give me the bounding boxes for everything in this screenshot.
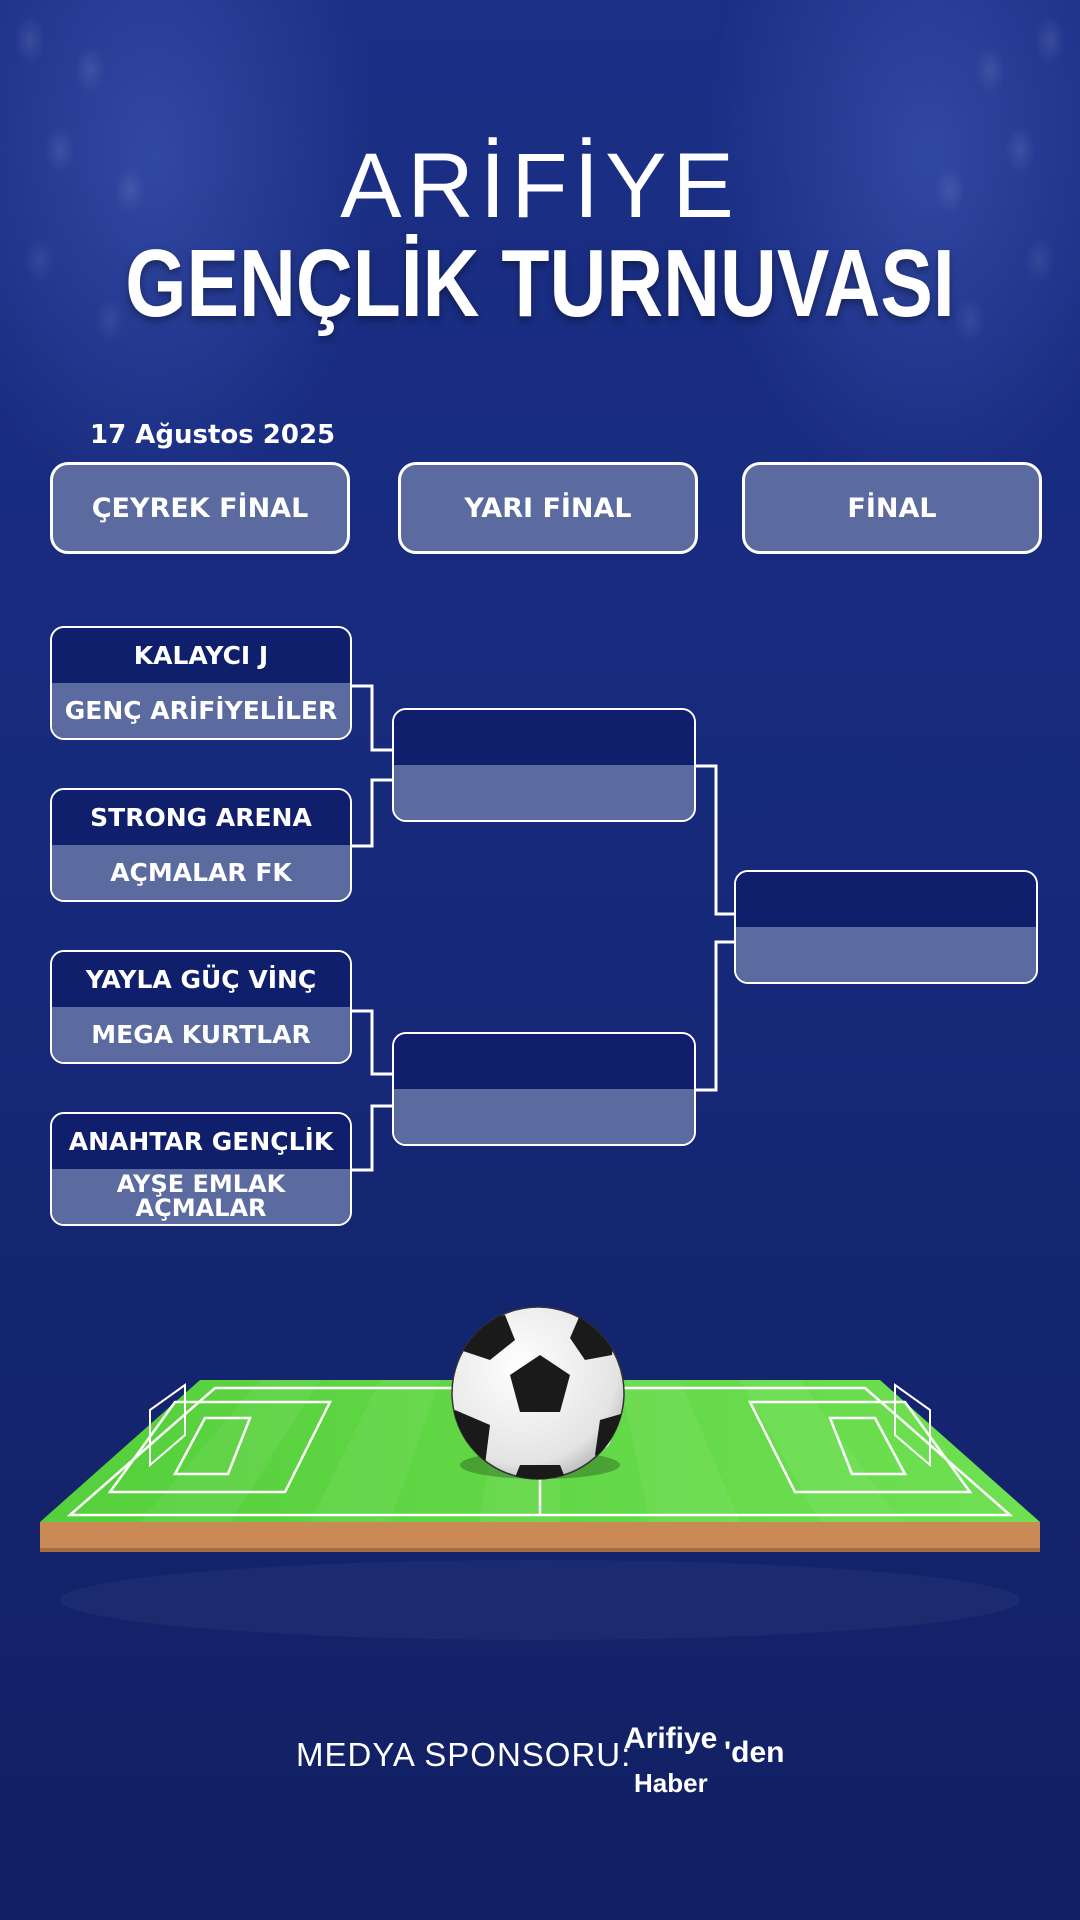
semifinal-2-team-1 [394, 1034, 694, 1089]
final-match [734, 870, 1038, 984]
quarterfinal-match-1: KALAYCI J GENÇ ARİFİYELİLER [50, 626, 352, 740]
quarterfinal-3-team-1: YAYLA GÜÇ VİNÇ [52, 952, 350, 1007]
semifinal-2-team-2 [394, 1089, 694, 1144]
media-sponsor-label: MEDYA SPONSORU: [296, 1736, 632, 1773]
quarterfinal-match-2: STRONG ARENA AÇMALAR FK [50, 788, 352, 902]
title-line-1: ARİFİYE [340, 135, 740, 237]
quarterfinal-2-team-1: STRONG ARENA [52, 790, 350, 845]
pitch-graphic [40, 1306, 1040, 1640]
football-pitch-illustration [0, 1260, 1080, 1640]
semifinal-1-team-2 [394, 765, 694, 820]
quarterfinal-1-team-2: GENÇ ARİFİYELİLER [52, 683, 350, 738]
stadium-lights-left [0, 0, 380, 520]
round-header-semifinal: YARI FİNAL [398, 462, 698, 554]
quarterfinal-3-team-2: MEGA KURTLAR [52, 1007, 350, 1062]
final-team-2 [736, 927, 1036, 982]
sponsor-logo: Arifiye 'den Haber [620, 1718, 790, 1808]
sponsor-logo-text-2: 'den [724, 1736, 785, 1769]
semifinal-1-team-1 [394, 710, 694, 765]
semifinal-match-2 [392, 1032, 696, 1146]
quarterfinal-4-team-2: AYŞE EMLAK AÇMALAR [52, 1169, 350, 1224]
quarterfinal-match-4: ANAHTAR GENÇLİK AYŞE EMLAK AÇMALAR [50, 1112, 352, 1226]
quarterfinal-2-team-2: AÇMALAR FK [52, 845, 350, 900]
round-header-quarterfinal: ÇEYREK FİNAL [50, 462, 350, 554]
title-line-2: GENÇLİK TURNUVASI [125, 230, 955, 337]
sponsor-logo-text-1: Arifiye [624, 1722, 718, 1755]
bracket-lines [0, 0, 1080, 1260]
event-date: 17 Ağustos 2025 [90, 420, 336, 450]
semifinal-match-1 [392, 708, 696, 822]
round-header-final: FİNAL [742, 462, 1042, 554]
quarterfinal-4-team-1: ANAHTAR GENÇLİK [52, 1114, 350, 1169]
final-team-1 [736, 872, 1036, 927]
quarterfinal-1-team-1: KALAYCI J [52, 628, 350, 683]
sponsor-logo-text-3: Haber [634, 1768, 708, 1798]
quarterfinal-match-3: YAYLA GÜÇ VİNÇ MEGA KURTLAR [50, 950, 352, 1064]
